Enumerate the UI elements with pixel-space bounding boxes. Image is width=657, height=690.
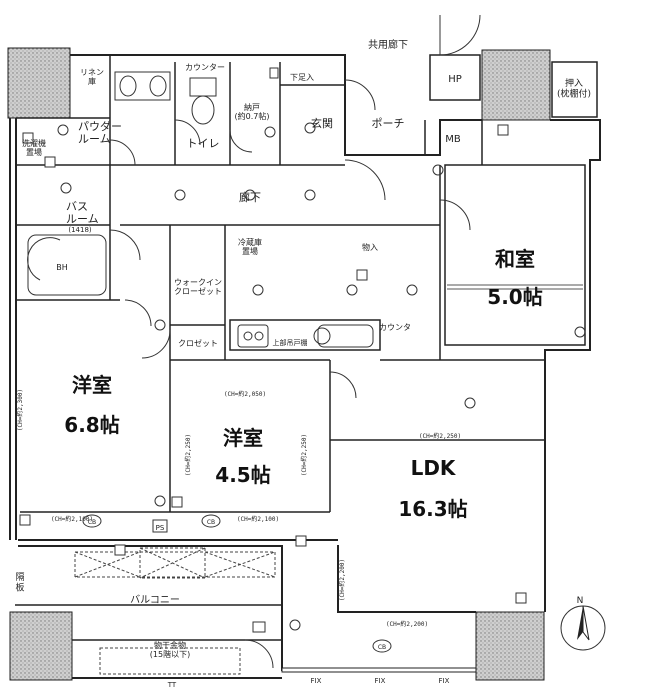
label-tt: TT <box>167 681 177 689</box>
ch-yoshitsu-b-right: (CH=約2,250) <box>300 434 308 476</box>
label-balcony: バルコニー <box>130 594 180 606</box>
label-fix-1: FIX <box>311 677 322 685</box>
label-bathroom: バスルーム <box>66 200 99 226</box>
ch-ldk-bottom: (CH=約2,200) <box>386 620 428 628</box>
label-cb-1: CB <box>88 519 96 526</box>
label-cb-2: CB <box>207 519 215 526</box>
label-bath-size: (1418) <box>68 226 92 234</box>
label-storage: 物入 <box>362 242 378 252</box>
toilet-fixture <box>189 77 217 125</box>
kitchen-fixtures <box>237 324 374 348</box>
label-lower-cabinet: 上部吊戸棚 <box>273 338 308 347</box>
room-size-yoshitsu-b: 4.5帖 <box>215 463 270 487</box>
label-cb-3: CB <box>378 644 386 651</box>
room-size-washitsu: 5.0帖 <box>487 285 542 309</box>
label-walk-in-closet: ウォークインクローゼット <box>174 278 222 296</box>
label-fix-3: FIX <box>439 677 450 685</box>
outer-walls <box>9 54 601 679</box>
label-north: N <box>577 596 584 606</box>
balcony-units <box>74 547 276 675</box>
pillar-bottom-right <box>475 611 545 681</box>
ch-yoshitsu-b-bottom: (CH=約2,100) <box>237 515 279 523</box>
ceiling-lights <box>57 122 586 631</box>
label-shoe-box: 下足入 <box>290 73 314 82</box>
pillar-top-right <box>481 49 551 121</box>
pillar-bottom-left <box>9 611 73 681</box>
label-partition: 隔板 <box>15 572 24 593</box>
label-closet: クロゼット <box>178 338 218 348</box>
ch-yoshitsu-b-top: (CH=約2,050) <box>224 390 266 398</box>
pillar-top-left <box>7 47 71 119</box>
door-swings <box>109 14 481 669</box>
label-hydrant: HP <box>448 74 462 85</box>
ch-ldk-top: (CH=約2,250) <box>419 432 461 440</box>
interior-walls <box>15 54 598 641</box>
ch-yoshitsu-b-left: (CH=約2,250) <box>184 434 192 476</box>
window-bars <box>15 604 477 673</box>
tatami-lines <box>447 284 583 290</box>
label-oshiire: 押入(枕棚付) <box>557 77 591 99</box>
label-linen: リネン庫 <box>80 68 104 86</box>
ch-ldk-vertical: (CH=約2,200) <box>338 559 346 601</box>
label-fridge: 冷蔵庫置場 <box>238 237 262 256</box>
cb-markers <box>82 514 392 653</box>
label-toilet: トイレ <box>187 137 220 150</box>
label-nando: 納戸(約0.7帖) <box>235 102 270 121</box>
label-ps: PS <box>156 524 165 532</box>
room-name-ldk: LDK <box>411 456 457 480</box>
label-porch: ポーチ <box>372 117 405 130</box>
label-meter-box: MB <box>445 134 461 145</box>
room-size-ldk: 16.3帖 <box>398 497 467 521</box>
north-arrow <box>560 605 606 651</box>
label-fix-2: FIX <box>375 677 386 685</box>
small-fixtures <box>19 67 527 633</box>
room-name-yoshitsu-a: 洋室 <box>72 373 112 397</box>
room-name-washitsu: 和室 <box>495 247 535 271</box>
label-drying: 物干金物(15階以下) <box>150 640 190 659</box>
label-powder-room-1: パウダールーム <box>78 119 122 146</box>
ch-yoshitsu-a-bottom: (CH=約2,100) <box>51 515 93 523</box>
ch-yoshitsu-a-vertical: (CH=約2,300) <box>16 389 24 431</box>
wash-basin <box>114 71 171 101</box>
label-counter-right: カウンタ <box>379 323 411 332</box>
bathtub <box>27 234 107 296</box>
room-size-yoshitsu-a: 6.8帖 <box>64 413 119 437</box>
label-laundry: 洗濯機置場 <box>22 138 46 157</box>
label-counter-top: カウンター <box>185 63 225 72</box>
label-bath-heater: BH <box>56 263 68 272</box>
label-entrance: 玄関 <box>311 116 333 130</box>
corridor-label: 共用廊下 <box>368 38 408 51</box>
room-name-yoshitsu-b: 洋室 <box>223 426 263 450</box>
label-hallway: 廊下 <box>239 190 261 204</box>
